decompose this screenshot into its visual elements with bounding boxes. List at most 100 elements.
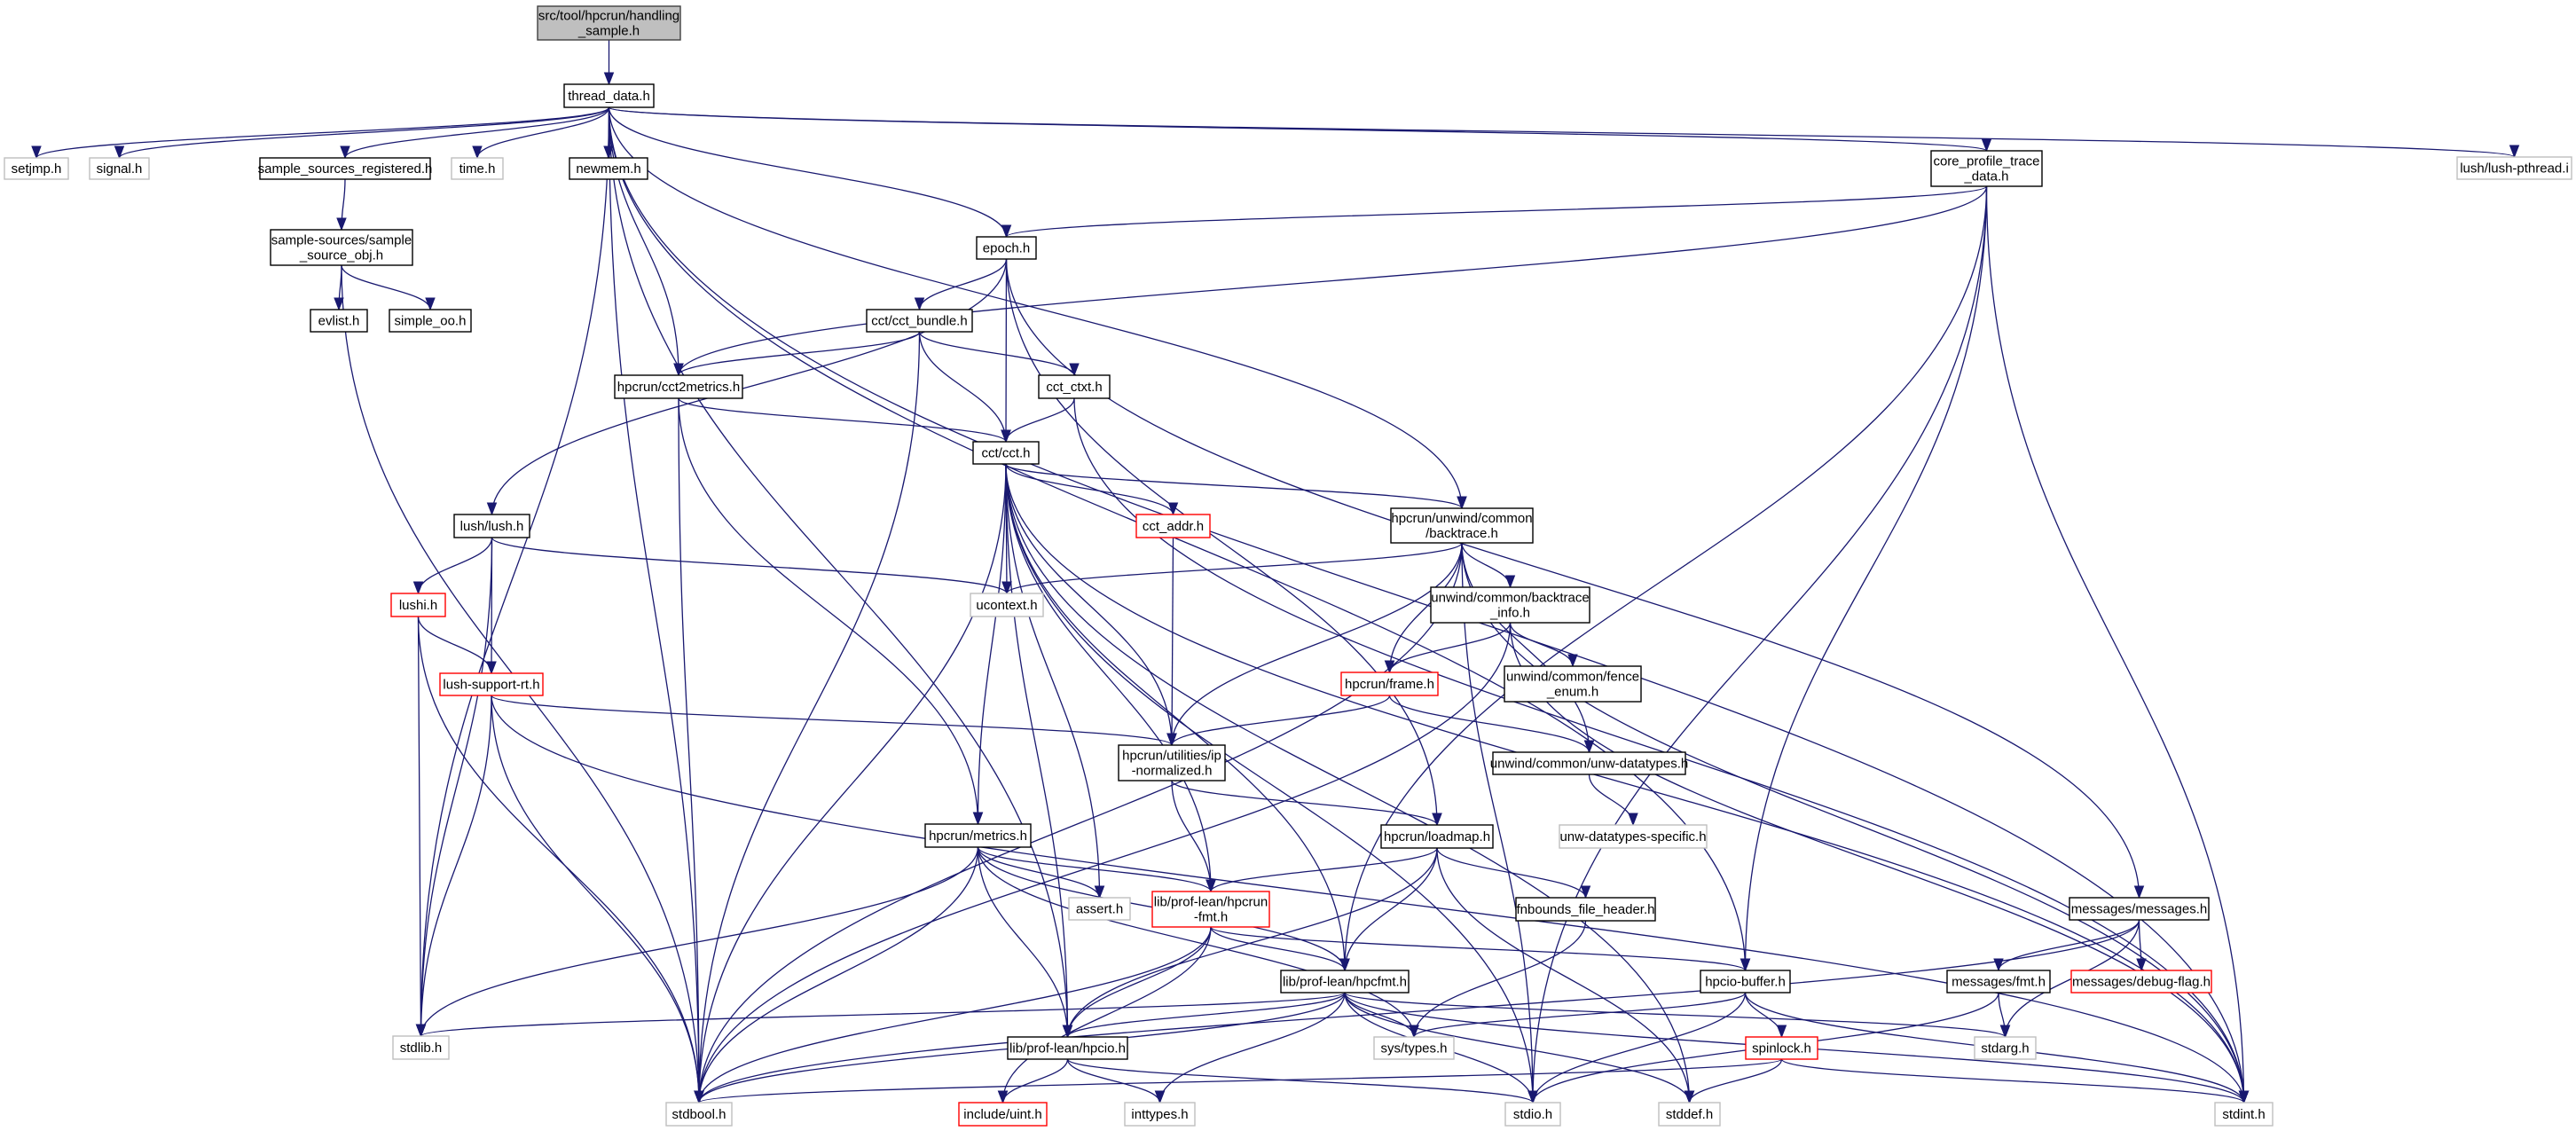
node-stddef[interactable]: stddef.h <box>1658 1102 1721 1127</box>
node-signal[interactable]: signal.h <box>89 157 150 180</box>
node-cct2metrics[interactable]: hpcrun/cct2metrics.h <box>614 374 743 399</box>
node-hpcfmt[interactable]: lib/prof-lean/hpcfmt.h <box>1280 970 1410 994</box>
node-loadmap[interactable]: hpcrun/loadmap.h <box>1380 824 1494 849</box>
node-spinlock[interactable]: spinlock.h <box>1745 1036 1818 1060</box>
node-cct_ctxt[interactable]: cct_ctxt.h <box>1038 374 1111 399</box>
node-ssobj[interactable]: sample-sources/sample_source_obj.h <box>270 229 413 266</box>
node-label: unwind/common/fence <box>1506 670 1639 685</box>
node-backtrace[interactable]: hpcrun/unwind/common/backtrace.h <box>1390 507 1534 544</box>
node-cct_bundle[interactable]: cct/cct_bundle.h <box>866 309 973 333</box>
node-unw_dt[interactable]: unwind/common/unw-datatypes.h <box>1490 751 1688 775</box>
node-label: lush/lush.h <box>460 519 524 534</box>
node-uint[interactable]: include/uint.h <box>958 1102 1048 1127</box>
node-fnbounds[interactable]: fnbounds_file_header.h <box>1515 897 1656 922</box>
node-bt_info[interactable]: unwind/common/backtrace_info.h <box>1430 586 1590 624</box>
node-assert[interactable]: assert.h <box>1068 897 1131 921</box>
edge-frame-to-unw_dt <box>1388 695 1595 754</box>
edge-thread_data-to-core_profile <box>608 106 1992 153</box>
node-hpcrun_fmt[interactable]: lib/prof-lean/hpcrun-fmt.h <box>1151 891 1270 928</box>
edge-cct2metrics-to-stdbool <box>678 397 704 1104</box>
node-sys_types[interactable]: sys/types.h <box>1373 1036 1455 1060</box>
edge-line <box>1005 185 1988 238</box>
node-cct[interactable]: cct/cct.h <box>972 441 1040 465</box>
node-box <box>1380 824 1494 849</box>
node-lush[interactable]: lush/lush.h <box>453 514 530 538</box>
arrowhead-icon <box>486 661 497 675</box>
node-label: unw-datatypes-specific.h <box>1559 829 1706 844</box>
arrowhead-icon <box>1740 958 1751 972</box>
edge-line <box>678 397 1007 443</box>
node-stdarg[interactable]: stdarg.h <box>1974 1036 2037 1060</box>
node-messages[interactable]: messages/messages.h <box>2069 897 2210 921</box>
node-frame[interactable]: hpcrun/frame.h <box>1340 672 1439 696</box>
node-cct_addr[interactable]: cct_addr.h <box>1135 514 1211 538</box>
edge-line <box>1066 992 1346 1038</box>
node-hpcio[interactable]: lib/prof-lean/hpcio.h <box>1007 1036 1128 1060</box>
node-time[interactable]: time.h <box>451 157 504 180</box>
edge-line <box>1005 463 1173 746</box>
edge-loadmap-to-fnbounds <box>1436 847 1591 899</box>
edge-fnbounds-to-sys_types <box>1409 920 1587 1039</box>
node-label: stdio.h <box>1513 1107 1552 1122</box>
node-hpcio_buffer[interactable]: hpcio-buffer.h <box>1700 970 1791 994</box>
arrowhead-icon <box>1457 496 1467 510</box>
node-ip_norm[interactable]: hpcrun/utilities/ip-normalized.h <box>1118 744 1226 781</box>
node-label: hpcrun/metrics.h <box>929 829 1027 844</box>
node-stdio[interactable]: stdio.h <box>1504 1102 1561 1127</box>
node-root[interactable]: src/tool/hpcrun/handling_sample.h <box>537 5 681 41</box>
edge-line <box>1158 992 1346 1104</box>
node-lushi[interactable]: lushi.h <box>390 593 446 617</box>
node-lush_pthread[interactable]: lush/lush-pthread.i <box>2456 156 2572 180</box>
arrowhead-icon <box>1206 879 1216 893</box>
arrowhead-icon <box>1583 740 1595 754</box>
node-box <box>1135 514 1211 538</box>
node-label: _info.h <box>1489 606 1530 621</box>
node-label: ucontext.h <box>976 598 1037 613</box>
edge-loadmap-to-stddef <box>1436 847 1695 1104</box>
node-evlist[interactable]: evlist.h <box>310 309 368 333</box>
node-box <box>924 823 1032 848</box>
node-newmem[interactable]: newmem.h <box>569 157 648 180</box>
node-stdbool[interactable]: stdbool.h <box>665 1102 733 1127</box>
node-epoch[interactable]: epoch.h <box>976 236 1037 260</box>
edge-line <box>1388 542 1463 673</box>
edge-spinlock-to-stddef <box>1684 1058 1783 1104</box>
edge-line <box>1171 542 1463 746</box>
node-thread_data[interactable]: thread_data.h <box>563 83 655 108</box>
edge-line <box>608 106 2516 158</box>
node-fence[interactable]: unwind/common/fence_enum.h <box>1504 665 1642 703</box>
arrowhead-icon <box>1504 575 1516 589</box>
edge-line <box>1509 622 1574 667</box>
edge-line <box>678 331 921 376</box>
node-simple_oo[interactable]: simple_oo.h <box>389 309 472 333</box>
edge-backtrace-to-unw_dt <box>1461 542 1595 754</box>
node-label: hpcrun/frame.h <box>1345 677 1434 692</box>
node-metrics[interactable]: hpcrun/metrics.h <box>924 823 1032 848</box>
edge-hpcfmt-to-stdlib <box>415 992 1346 1038</box>
node-msg_fmt[interactable]: messages/fmt.h <box>1946 970 2051 994</box>
node-ssreg[interactable]: sample_sources_registered.h <box>258 157 433 180</box>
edge-line <box>420 846 979 1037</box>
edge-line <box>698 331 921 1104</box>
edge-core_profile-to-cct2metrics <box>673 185 1988 377</box>
node-unw_dts[interactable]: unw-datatypes-specific.h <box>1559 824 1708 849</box>
node-stdlib[interactable]: stdlib.h <box>392 1035 450 1060</box>
edge-line <box>977 846 1069 1038</box>
edge-line <box>420 106 610 1037</box>
node-box <box>2456 156 2572 180</box>
node-inttypes[interactable]: inttypes.h <box>1124 1102 1196 1127</box>
node-core_profile[interactable]: core_profile_trace_data.h <box>1930 150 2043 187</box>
node-ucontext[interactable]: ucontext.h <box>970 593 1044 617</box>
node-lush_rt[interactable]: lush-support-rt.h <box>439 672 544 696</box>
node-label: signal.h <box>97 161 143 177</box>
arrowhead-icon <box>472 145 483 160</box>
node-debug_flag[interactable]: messages/debug-flag.h <box>2070 970 2212 994</box>
edge-cct2metrics-to-metrics <box>678 397 984 826</box>
node-box <box>439 672 544 696</box>
edge-line <box>1532 992 1747 1104</box>
node-label: _enum.h <box>1546 685 1598 700</box>
node-stdint[interactable]: stdint.h <box>2214 1102 2274 1127</box>
node-setjmp[interactable]: setjmp.h <box>4 157 69 180</box>
edge-cct-to-stdbool <box>694 463 1007 1104</box>
node-box <box>389 309 472 333</box>
